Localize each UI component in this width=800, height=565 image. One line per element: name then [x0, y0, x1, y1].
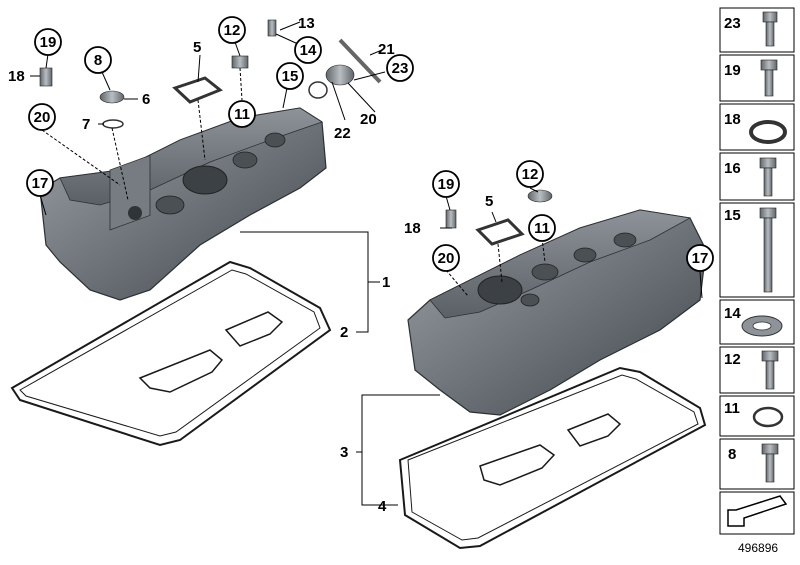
valve-cover-left	[39, 107, 327, 301]
svg-text:11: 11	[724, 400, 740, 417]
callout-11-left: 11	[228, 100, 256, 128]
svg-text:12: 12	[522, 166, 539, 183]
label-2: 2	[340, 324, 348, 341]
callouts: 19 18 20 8 6 7 17 5 12 13 14 15	[8, 15, 714, 515]
svg-text:14: 14	[724, 305, 741, 322]
callout-23-top: 23	[386, 54, 414, 82]
side-panel-box-15	[719, 202, 795, 298]
o-ring-icon	[752, 406, 784, 428]
callout-8: 8	[84, 46, 112, 74]
callout-12-left: 12	[218, 16, 246, 44]
svg-text:20: 20	[34, 109, 51, 126]
callout-19-right: 19	[432, 170, 460, 198]
label-1: 1	[382, 274, 390, 291]
svg-text:17: 17	[32, 175, 49, 192]
svg-text:17: 17	[692, 250, 709, 267]
gasket-left	[10, 260, 332, 447]
side-panel-box-16	[719, 152, 795, 201]
bolt-icon	[761, 443, 779, 455]
o-ring-icon	[749, 120, 787, 144]
bolt-icon	[761, 350, 779, 362]
label-17-right: 18	[404, 220, 421, 237]
label-5-right: 5	[485, 193, 493, 210]
side-panel-box-12	[719, 346, 795, 394]
label-7: 7	[82, 116, 90, 133]
gasket-right	[398, 366, 707, 550]
label-4: 4	[378, 498, 387, 515]
svg-text:8: 8	[728, 446, 736, 463]
label-3: 3	[340, 444, 348, 461]
callout-19-left: 19	[34, 28, 62, 56]
label-13: 13	[298, 15, 315, 32]
svg-text:23: 23	[724, 15, 741, 32]
svg-text:19: 19	[438, 176, 455, 193]
bolt-icon	[762, 11, 778, 23]
svg-text:16: 16	[724, 160, 741, 177]
direction-arrow-icon	[727, 495, 788, 527]
callout-11-right: 11	[528, 214, 556, 242]
svg-text:18: 18	[724, 111, 741, 128]
side-panel	[719, 7, 795, 535]
bolt-icon	[759, 157, 777, 169]
side-panel-box-23	[719, 7, 795, 53]
svg-text:11: 11	[534, 220, 550, 237]
side-panel-box-19	[719, 54, 795, 102]
label-20: 20	[360, 111, 377, 128]
label-17-left: 18	[8, 68, 25, 85]
svg-text:19: 19	[40, 34, 57, 51]
callout-14: 14	[294, 36, 322, 64]
callout-18-right: 20	[432, 244, 460, 272]
svg-text:20: 20	[438, 250, 455, 267]
leader-lines	[30, 21, 703, 506]
bolt-icon	[759, 207, 777, 219]
callout-12-right: 12	[516, 160, 544, 188]
svg-text:8: 8	[94, 52, 102, 69]
callout-16-left: 17	[26, 169, 54, 197]
svg-text:14: 14	[300, 42, 317, 59]
svg-text:23: 23	[392, 60, 409, 77]
callout-18-left: 20	[28, 103, 56, 131]
svg-text:15: 15	[724, 207, 741, 224]
svg-text:19: 19	[724, 62, 741, 79]
svg-text:15: 15	[282, 68, 299, 85]
label-5-left: 5	[193, 39, 201, 56]
valve-cover-right	[407, 209, 707, 416]
label-22: 22	[334, 125, 351, 142]
bolt-icon	[760, 59, 778, 71]
label-21: 21	[378, 41, 395, 58]
diagram-id: 496896	[738, 541, 779, 555]
svg-text:12: 12	[724, 351, 741, 368]
callout-16-right: 17	[686, 244, 714, 272]
small-parts	[39, 19, 553, 246]
side-panel-parts	[727, 11, 788, 527]
svg-text:12: 12	[224, 22, 241, 39]
side-panel-box-8	[719, 438, 795, 490]
side-panel-labels: 23 19 18 16 15 14 12 11 8	[724, 15, 741, 463]
svg-text:11: 11	[234, 106, 250, 123]
label-6: 6	[142, 91, 150, 108]
callout-15: 15	[276, 62, 304, 90]
